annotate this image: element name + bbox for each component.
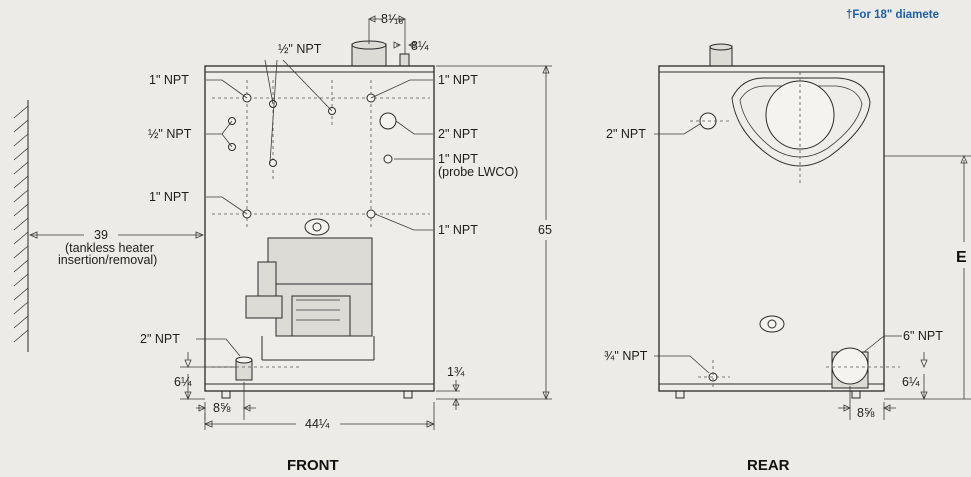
label-2npt-right: 2" NPT (438, 127, 478, 141)
label-1npt-top-left: 1" NPT (149, 73, 189, 87)
rear-dim-bottom-height: 6¼ (902, 375, 920, 389)
rear-label-6npt: 6" NPT (903, 329, 943, 343)
dim-leg-height: 1¾ (447, 365, 465, 379)
dim-width: 44¼ (305, 417, 330, 431)
dim-clearance-note-1: (tankless heater (65, 241, 154, 255)
front-caption: FRONT (287, 457, 339, 474)
tapping-probe-lwco (383, 154, 393, 164)
rear-view: 2" NPT ¾" NPT 6" NPT 6¼ 8⅝ E REAR (604, 43, 971, 474)
tapping-half-c (269, 159, 277, 167)
dim-clearance: 39 (94, 228, 108, 242)
rear-label-2npt: 2" NPT (606, 127, 646, 141)
dim-clearance-note-2: insertion/removal) (58, 253, 157, 267)
label-2npt-bottom: 2" NPT (140, 332, 180, 346)
label-1npt-top-right: 1" NPT (438, 73, 478, 87)
burner-assembly (245, 237, 375, 361)
wall-hatch (13, 100, 29, 352)
dim-top-width: 8¹⁄₁₆ (381, 12, 403, 26)
label-1npt-mid-left: 1" NPT (149, 190, 189, 204)
dim-height: 65 (538, 223, 552, 237)
rear-caption: REAR (747, 457, 790, 474)
rear-label-3q-npt: ¾" NPT (604, 349, 648, 363)
dim-bottom-left-height: 6¼ (174, 375, 192, 389)
rear-dim-side-letter: E (956, 249, 967, 266)
rear-dim-bottom-offset: 8⅝ (857, 406, 875, 420)
rear-flue-plate (731, 77, 871, 167)
dim-top-small: 8¼ (411, 39, 429, 53)
tapping-1-mid-right (366, 209, 376, 219)
label-half-npt-left: ½" NPT (148, 127, 192, 141)
front-small-pipe (399, 53, 410, 67)
label-1npt-mid-right: 1" NPT (438, 223, 478, 237)
label-1npt-probe: 1" NPT (438, 152, 478, 166)
footnote-text: †For 18" diamete (846, 9, 939, 21)
dim-bottom-left-offset: 8⅝ (213, 401, 231, 415)
tapping-2-supply (379, 112, 397, 130)
front-view: 1" NPT ½" NPT ½" NPT 1" NPT 1" NPT 2" NP… (13, 12, 552, 474)
label-probe-lwco: (probe LWCO) (438, 165, 518, 179)
label-half-npt-top: ½" NPT (278, 42, 322, 56)
